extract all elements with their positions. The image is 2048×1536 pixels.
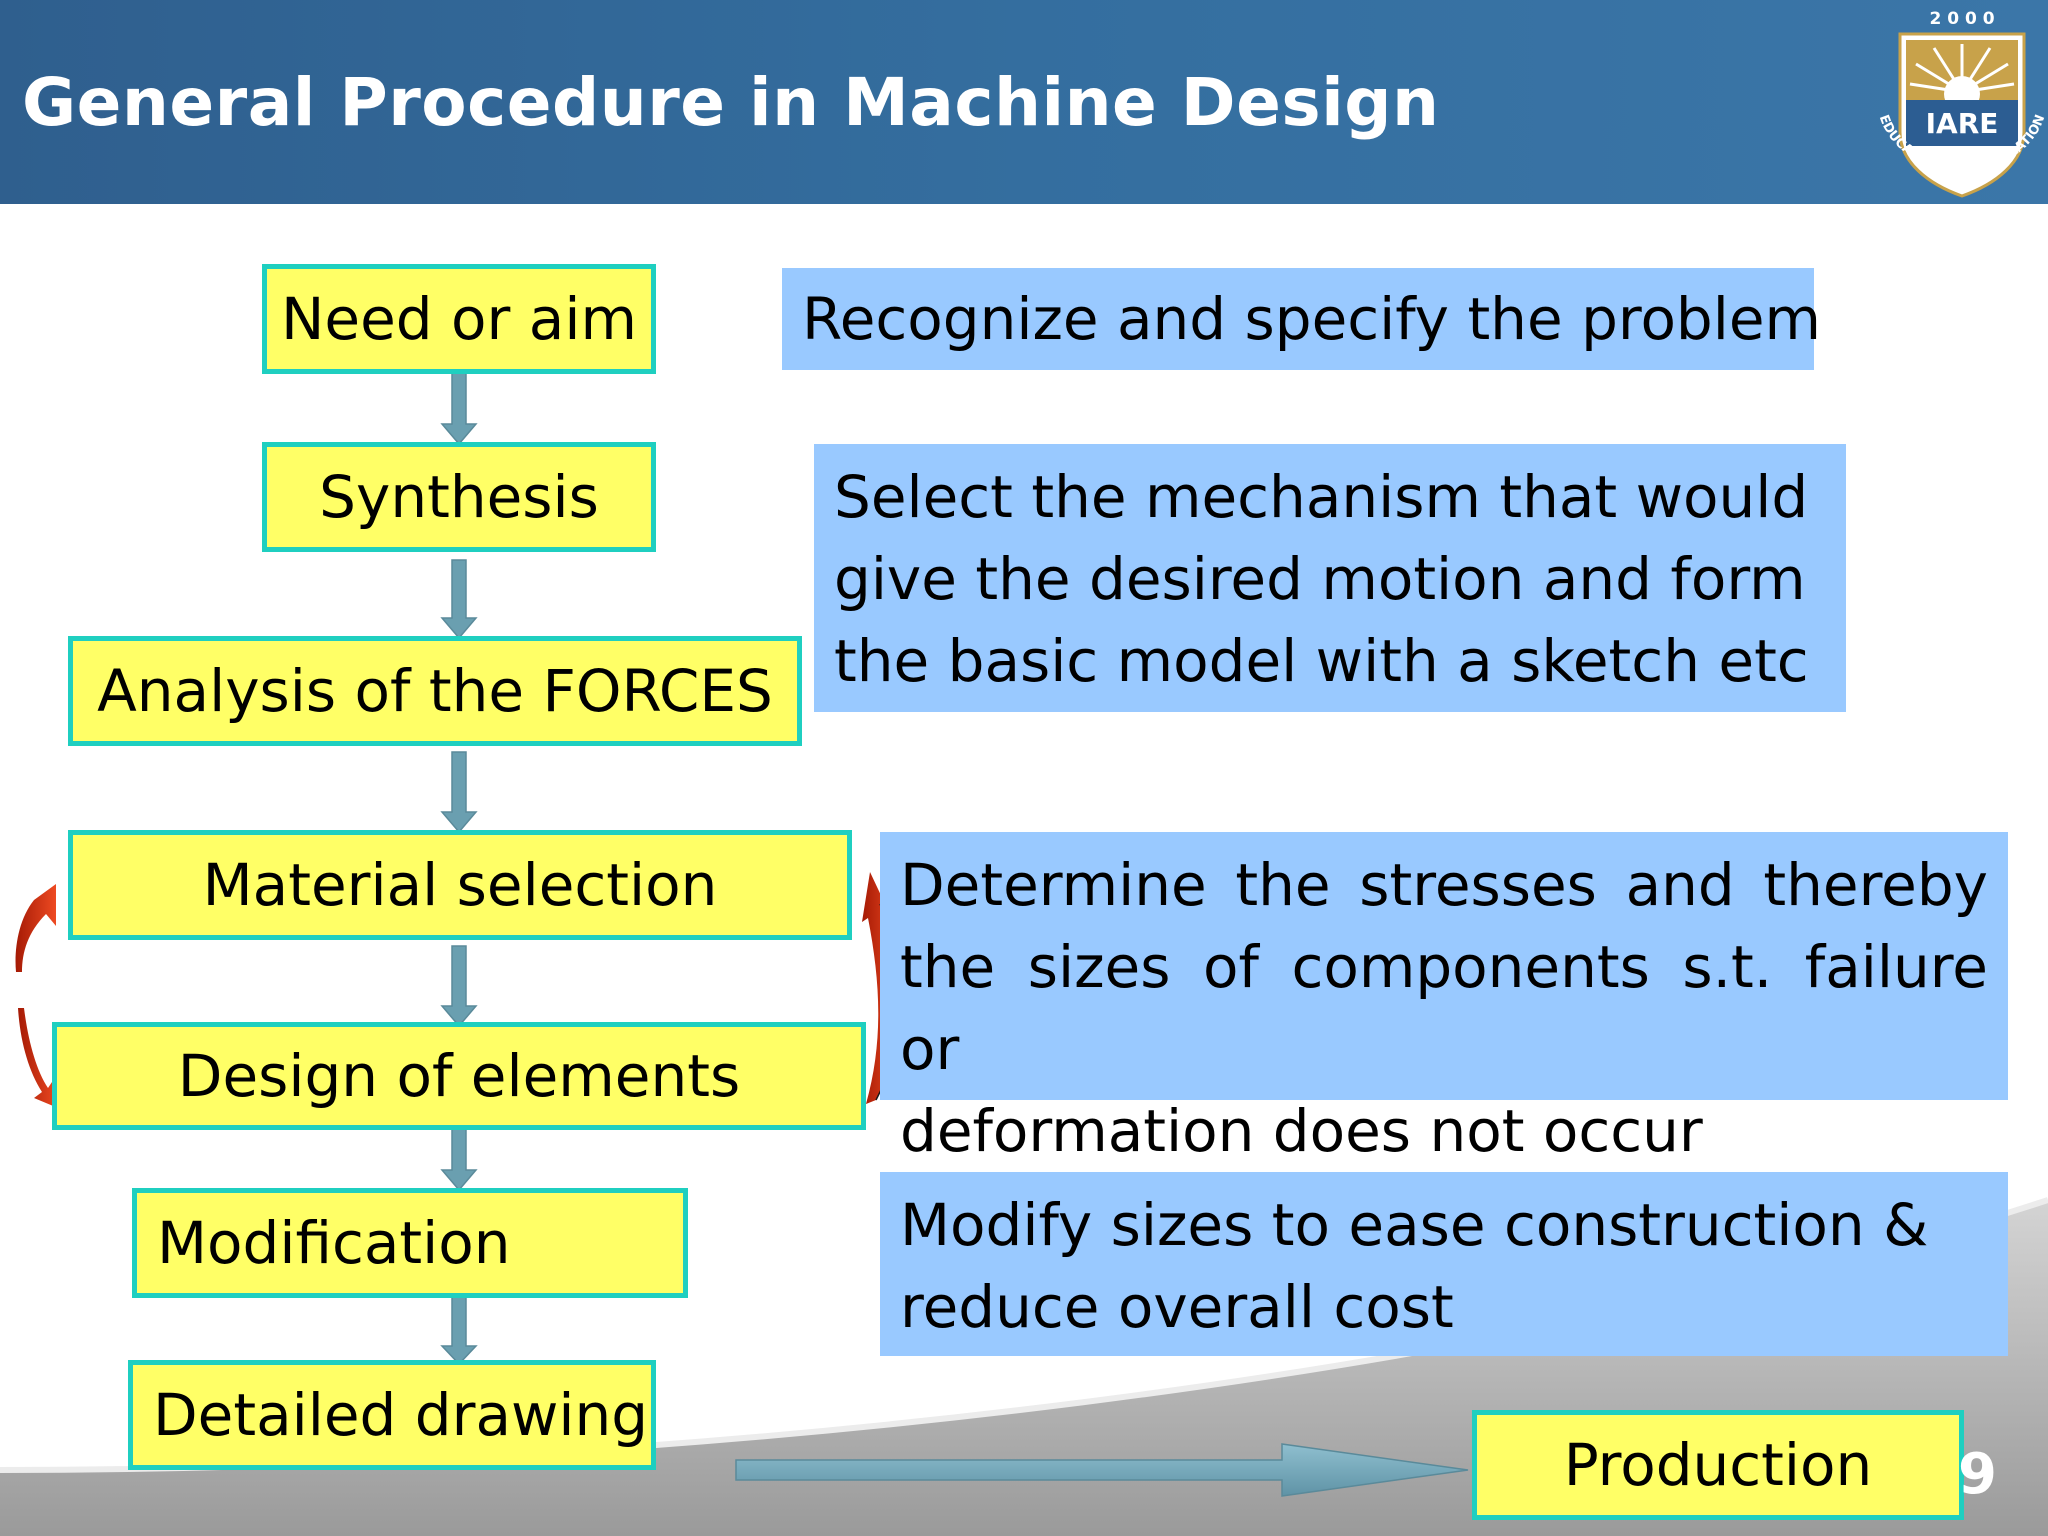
step-design-of-elements: Design of elements — [52, 1022, 866, 1130]
desc-select-mechanism: Select the mechanism that would give the… — [814, 444, 1846, 712]
header-bar: General Procedure in Machine Design 2 0 … — [0, 0, 2048, 204]
step-detailed-drawing: Detailed drawing — [128, 1360, 656, 1470]
step-label: Need or aim — [281, 285, 637, 353]
desc-modify-sizes: Modify sizes to ease construction & redu… — [880, 1172, 2008, 1356]
iare-logo: 2 0 0 0 IARE EDUCATION FOR LIBERATION — [1876, 9, 2048, 198]
step-label: Analysis of the FORCES — [97, 657, 773, 725]
desc-recognize-problem: Recognize and specify the problem — [782, 268, 1821, 370]
step-label: Material selection — [202, 851, 718, 919]
step-production: Production — [1472, 1410, 1964, 1520]
desc-determine-stresses: Determine the stresses and thereby the s… — [880, 832, 2008, 1165]
step-label: Modification — [157, 1209, 511, 1277]
step-synthesis: Synthesis — [262, 442, 656, 552]
arrow-modification-to-drawing — [440, 1291, 478, 1366]
feedback-arrow-left-down — [18, 1008, 58, 1108]
flow-arrows — [440, 365, 478, 1366]
desc-line: Select the mechanism that would — [834, 463, 1809, 531]
page-number: 9 — [1958, 1442, 1997, 1507]
logo-year: 2 0 0 0 — [1929, 9, 1994, 29]
desc-line: deformation does not occur — [900, 1097, 1703, 1165]
arrow-synthesis-to-forces — [440, 559, 478, 640]
logo-name: IARE — [1926, 107, 1999, 140]
desc-line: the basic model with a sketch etc — [834, 627, 1809, 695]
step-modification: Modification — [132, 1188, 688, 1298]
step-analysis-of-forces: Analysis of the FORCES — [68, 636, 802, 746]
step-label: Production — [1563, 1431, 1873, 1499]
arrow-need-to-synthesis — [440, 365, 478, 446]
slide-title: General Procedure in Machine Design — [22, 64, 1440, 141]
step-need-or-aim: Need or aim — [262, 264, 656, 374]
step-label: Synthesis — [319, 463, 599, 531]
desc-text: Recognize and specify the problem — [802, 285, 1822, 353]
arrow-material-to-design — [440, 945, 478, 1028]
arrow-drawing-to-production — [735, 1443, 1469, 1497]
arrow-forces-to-material — [440, 751, 478, 834]
desc-line: Modify sizes to ease construction & — [900, 1191, 1929, 1259]
desc-line: the sizes of components s.t. failure or — [900, 933, 1988, 1083]
step-material-selection: Material selection — [68, 830, 852, 940]
desc-line: Determine the stresses and thereby — [900, 851, 1988, 919]
desc-line: reduce overall cost — [900, 1273, 1454, 1341]
feedback-arrow-left-up — [15, 884, 56, 972]
desc-line: give the desired motion and form — [834, 545, 1806, 613]
step-label: Design of elements — [177, 1042, 741, 1110]
step-label: Detailed drawing — [153, 1381, 649, 1449]
